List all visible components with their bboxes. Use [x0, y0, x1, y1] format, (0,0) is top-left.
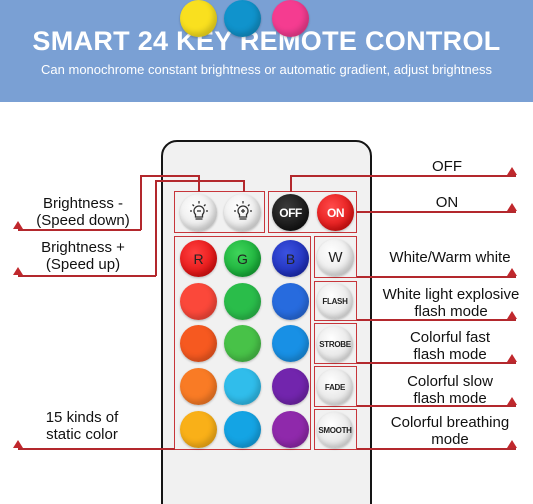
flash-button[interactable]: FLASH [317, 283, 353, 319]
flash-button-label: FLASH [322, 296, 348, 306]
leader-flash [357, 319, 516, 321]
white-button[interactable]: W [317, 239, 354, 276]
leader-on [357, 211, 516, 213]
leader-brightness-down-h [140, 175, 199, 177]
static-color-button[interactable] [272, 0, 309, 37]
static-color-button[interactable] [224, 0, 261, 37]
arrow-off [507, 167, 517, 175]
fade-button-label: FADE [324, 382, 346, 392]
label-static: 15 kinds of static color [45, 409, 119, 443]
sun-outline-icon [224, 194, 261, 231]
label-brightness-down: Brightness - (Speed down) [36, 195, 130, 229]
label-off: OFF [432, 158, 462, 175]
blue-button[interactable]: B [272, 240, 309, 277]
arrow-fade [507, 397, 517, 405]
leader-static [18, 448, 175, 450]
banner-title: SMART 24 KEY REMOTE CONTROL [32, 26, 501, 56]
off-button-label: OFF [279, 205, 302, 220]
green-button[interactable]: G [224, 240, 261, 277]
leader-brightness-down-h2 [18, 229, 141, 231]
power-keys-box [268, 191, 357, 233]
static-color-button[interactable] [272, 411, 309, 448]
banner-subtitle: Can monochrome constant brightness or au… [41, 62, 492, 77]
leader-fade [357, 405, 516, 407]
static-color-button[interactable] [272, 283, 309, 320]
strobe-button[interactable]: STROBE [317, 326, 353, 362]
smooth-button-label: SMOOTH [318, 425, 352, 435]
arrow-static [13, 440, 23, 448]
strobe-button-label: STROBE [319, 339, 351, 349]
static-color-button[interactable] [224, 283, 261, 320]
static-color-button[interactable] [180, 411, 217, 448]
arrow-smooth [507, 440, 517, 448]
header-banner: SMART 24 KEY REMOTE CONTROL Can monochro… [0, 0, 533, 102]
arrow-brightness-down [13, 221, 23, 229]
red-button-label: R [193, 250, 204, 267]
label-fade: Colorful slow flash mode [407, 373, 493, 407]
white-key-box [314, 236, 357, 278]
arrow-white [507, 268, 517, 276]
label-brightness-up: Brightness + (Speed up) [41, 239, 125, 273]
smooth-key-box [314, 409, 357, 450]
brightness-down-button[interactable] [180, 194, 217, 231]
red-button[interactable]: R [180, 240, 217, 277]
arrow-flash [507, 311, 517, 319]
static-color-button[interactable] [180, 0, 217, 37]
static-color-button[interactable] [180, 283, 217, 320]
white-button-label: W [328, 249, 343, 266]
brightness-up-button[interactable] [224, 194, 261, 231]
sun-outline-icon [180, 194, 217, 231]
static-color-button[interactable] [224, 325, 261, 362]
label-smooth: Colorful breathing mode [390, 414, 510, 448]
fade-key-box [314, 366, 357, 407]
brightness-keys-box [174, 191, 265, 233]
blue-button-label: B [285, 250, 296, 267]
leader-smooth [357, 448, 516, 450]
on-button-label: ON [327, 205, 345, 220]
leader-brightness-down-v2 [140, 175, 142, 230]
leader-brightness-down-v [198, 175, 200, 192]
on-button[interactable]: ON [317, 194, 354, 231]
smooth-button[interactable]: SMOOTH [317, 412, 353, 448]
green-button-label: G [237, 250, 248, 267]
static-color-button[interactable] [272, 368, 309, 405]
leader-strobe [357, 362, 516, 364]
arrow-brightness-up [13, 267, 23, 275]
label-strobe: Colorful fast flash mode [409, 329, 491, 363]
label-flash: White light explosive flash mode [382, 286, 520, 320]
leader-off-h [290, 175, 516, 177]
static-color-button[interactable] [180, 325, 217, 362]
static-color-button[interactable] [272, 325, 309, 362]
arrow-on [507, 203, 517, 211]
label-white: White/Warm white [389, 249, 511, 266]
static-color-button[interactable] [180, 368, 217, 405]
static-color-button[interactable] [224, 411, 261, 448]
label-on: ON [435, 194, 459, 211]
fade-button[interactable]: FADE [317, 369, 353, 405]
color-keys-box [174, 236, 311, 450]
strobe-key-box [314, 323, 357, 364]
leader-brightness-up-v2 [155, 180, 157, 276]
leader-brightness-up-h2 [18, 275, 156, 277]
leader-white [357, 276, 516, 278]
leader-off [290, 175, 292, 192]
leader-brightness-up-h [155, 180, 244, 182]
leader-brightness-up-v [243, 180, 245, 192]
static-color-button[interactable] [224, 368, 261, 405]
arrow-strobe [507, 354, 517, 362]
off-button[interactable]: OFF [272, 194, 309, 231]
flash-key-box [314, 281, 357, 321]
